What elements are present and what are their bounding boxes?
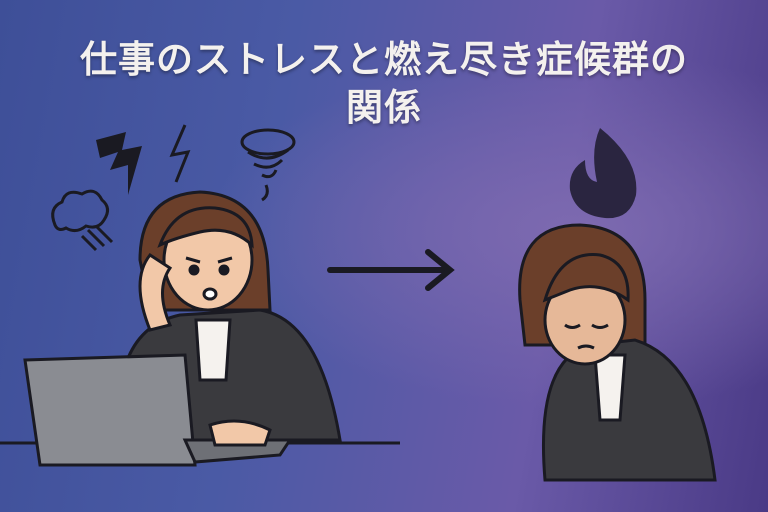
flame-icon [569, 128, 637, 219]
exhausted-woman [518, 223, 717, 482]
lightning-icon [96, 132, 142, 195]
lightning-icon [169, 124, 191, 183]
stressed-woman [117, 190, 342, 442]
laptop [23, 353, 293, 467]
title-line-2: 関係 [346, 86, 422, 129]
title-line-1: 仕事のストレスと燃え尽き症候群の [80, 38, 688, 81]
tornado-icon [240, 128, 296, 202]
page-title: 仕事のストレスと燃え尽き症候群の 関係 [0, 36, 768, 132]
steam-cloud-icon [51, 189, 114, 252]
arrow-right-icon [327, 249, 455, 291]
